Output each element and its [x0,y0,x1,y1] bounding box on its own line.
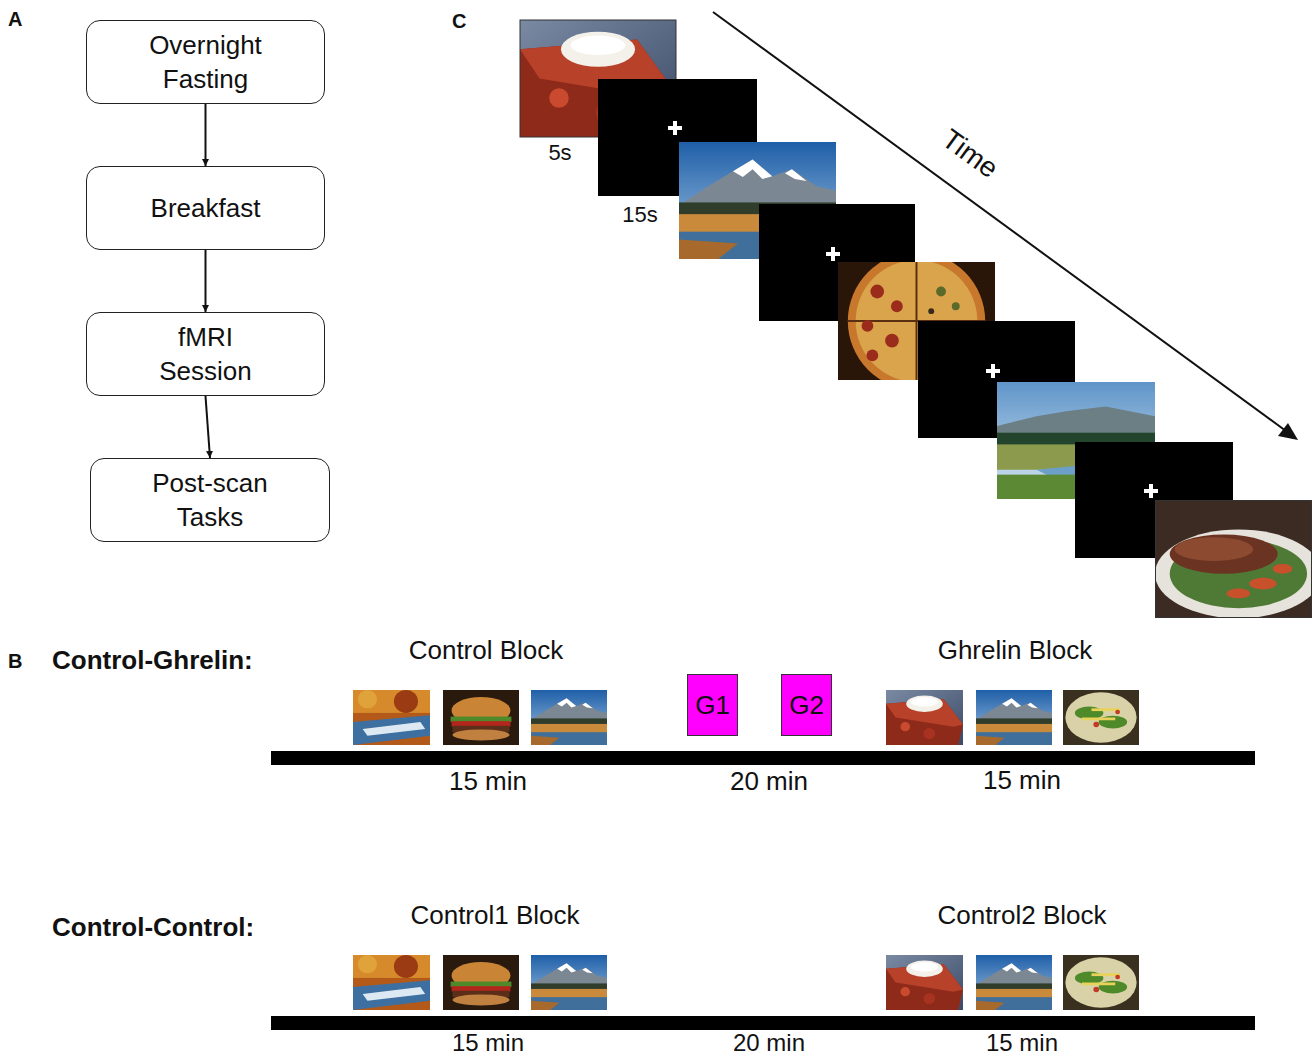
block-label: Ghrelin Block [895,635,1135,666]
node-text: fMRI Session [133,320,278,388]
flow-arrow [205,104,207,166]
process-box: fMRI Session [86,312,325,396]
condition-label: Control-Control: [52,912,292,943]
process-box: Overnight Fasting [86,20,325,104]
duration-label: 20 min [689,766,849,797]
duration-label: 20 min [689,1029,849,1057]
node-text-group: fMRI Session [133,320,278,388]
node-text-group: G1 [695,690,730,721]
node-text: Post-scan Tasks [138,466,283,534]
panel-label: C [452,10,482,33]
fixation-cross [1144,484,1158,498]
duration-label: 5s [530,140,590,166]
timeline-bar [271,751,1255,765]
node-text-group: Post-scan Tasks [138,466,283,534]
node-text-group: Overnight Fasting [133,28,278,96]
node-text-group: Breakfast [151,191,261,225]
panel-label: A [8,8,38,31]
injection-box: G2 [781,674,832,736]
stimulus-sequence [520,20,1312,618]
condition-label: Control-Ghrelin: [52,645,292,676]
duration-label: 15 min [408,766,568,797]
node-text: Overnight Fasting [133,28,278,96]
node-text: Breakfast [151,191,261,225]
food-photo [1155,500,1312,618]
axis-label: Time [924,115,1016,194]
block-label: Control2 Block [902,900,1142,931]
flow-arrow [206,396,211,458]
block-label: Control Block [366,635,606,666]
flow-arrow [205,250,207,312]
fixation-cross [826,247,840,261]
fixation-cross [668,121,682,135]
duration-label: 15 min [408,1029,568,1057]
node-text: G2 [789,690,824,720]
node-text-group: G2 [789,690,824,721]
time-arrow [713,12,1298,440]
panel-label: B [8,650,38,673]
timeline-bar [271,1016,1255,1030]
process-box: Breakfast [86,166,325,250]
fixation-cross [986,364,1000,378]
duration-label: 15 min [942,765,1102,796]
duration-label: 15 min [942,1029,1102,1057]
thumbnails [353,690,1139,1010]
duration-label: 15s [608,202,672,228]
node-text: G1 [695,690,730,720]
injection-box: G1 [687,674,738,736]
process-box: Post-scan Tasks [90,458,330,542]
block-label: Control1 Block [375,900,615,931]
